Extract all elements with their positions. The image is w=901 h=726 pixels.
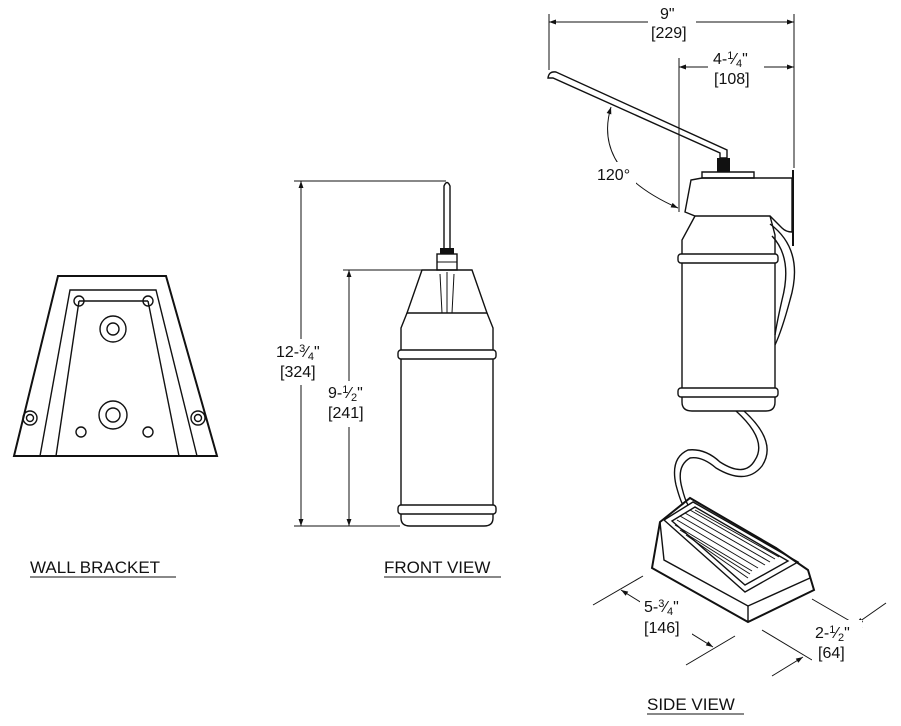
side-cable-inner bbox=[679, 410, 768, 506]
side-overall-width-metric: [229] bbox=[651, 25, 687, 42]
bracket-fastener-holes bbox=[22, 295, 206, 438]
side-bottle-base bbox=[681, 397, 776, 412]
side-pump-housing bbox=[684, 177, 793, 233]
side-bottle-shoulder bbox=[681, 215, 776, 254]
foot-pedal bbox=[650, 496, 816, 624]
bracket-inner-flange bbox=[39, 289, 198, 457]
side-lever-arm bbox=[547, 71, 728, 159]
front-spout bbox=[443, 181, 451, 248]
pedal-tread-border bbox=[670, 506, 790, 586]
front-bottle-base bbox=[400, 514, 494, 527]
pedal-height-imperial: 2-1⁄2" bbox=[815, 624, 850, 644]
front-view-caption: FRONT VIEW bbox=[384, 558, 490, 577]
front-bottle-height-imperial: 9-1⁄2" bbox=[328, 384, 363, 404]
pedal-tread-grooves bbox=[674, 509, 780, 579]
wall-bracket-drawing bbox=[12, 275, 219, 457]
bracket-right-web bbox=[147, 300, 180, 457]
front-bottle-body bbox=[400, 359, 494, 505]
side-base-width-metric: [108] bbox=[714, 71, 750, 88]
side-bottle-body bbox=[681, 263, 776, 388]
side-bottle-top-band bbox=[677, 253, 779, 264]
side-tube-outer bbox=[769, 223, 796, 346]
side-bottle-bottom-band bbox=[677, 387, 779, 398]
side-cable-outer bbox=[673, 410, 760, 506]
side-overall-width-imperial: 9" bbox=[660, 6, 675, 23]
bracket-outer-outline bbox=[12, 275, 219, 457]
front-bottle-height-metric: [241] bbox=[328, 405, 364, 422]
side-pump-nozzle bbox=[717, 158, 730, 172]
wall-bracket-caption: WALL BRACKET bbox=[30, 558, 160, 577]
pedal-top-surface bbox=[662, 501, 800, 593]
front-bottle-top-band bbox=[397, 349, 497, 360]
front-view-drawing bbox=[397, 181, 497, 527]
pedal-height-metric: [64] bbox=[818, 645, 845, 662]
side-tube-inner bbox=[771, 235, 787, 336]
side-view-drawing bbox=[547, 71, 816, 624]
pedal-length-imperial: 5-3⁄4" bbox=[644, 598, 679, 618]
pedal-length-metric: [146] bbox=[644, 620, 680, 637]
side-pump-collar bbox=[701, 171, 755, 179]
pedal-base-edge bbox=[659, 521, 811, 607]
front-nozzle-collar bbox=[440, 248, 454, 254]
front-bottle-shoulder bbox=[400, 312, 494, 350]
front-overall-height-imperial: 12-3⁄4" bbox=[276, 343, 320, 363]
front-overall-height-metric: [324] bbox=[280, 364, 316, 381]
front-bottle-bottom-band bbox=[397, 504, 497, 515]
side-view-caption: SIDE VIEW bbox=[647, 695, 735, 714]
side-base-width-imperial: 4-1⁄4" bbox=[713, 50, 748, 70]
side-lever-angle: 120° bbox=[597, 167, 630, 184]
side-dimension-lines bbox=[548, 14, 887, 677]
bracket-left-web bbox=[55, 300, 80, 457]
